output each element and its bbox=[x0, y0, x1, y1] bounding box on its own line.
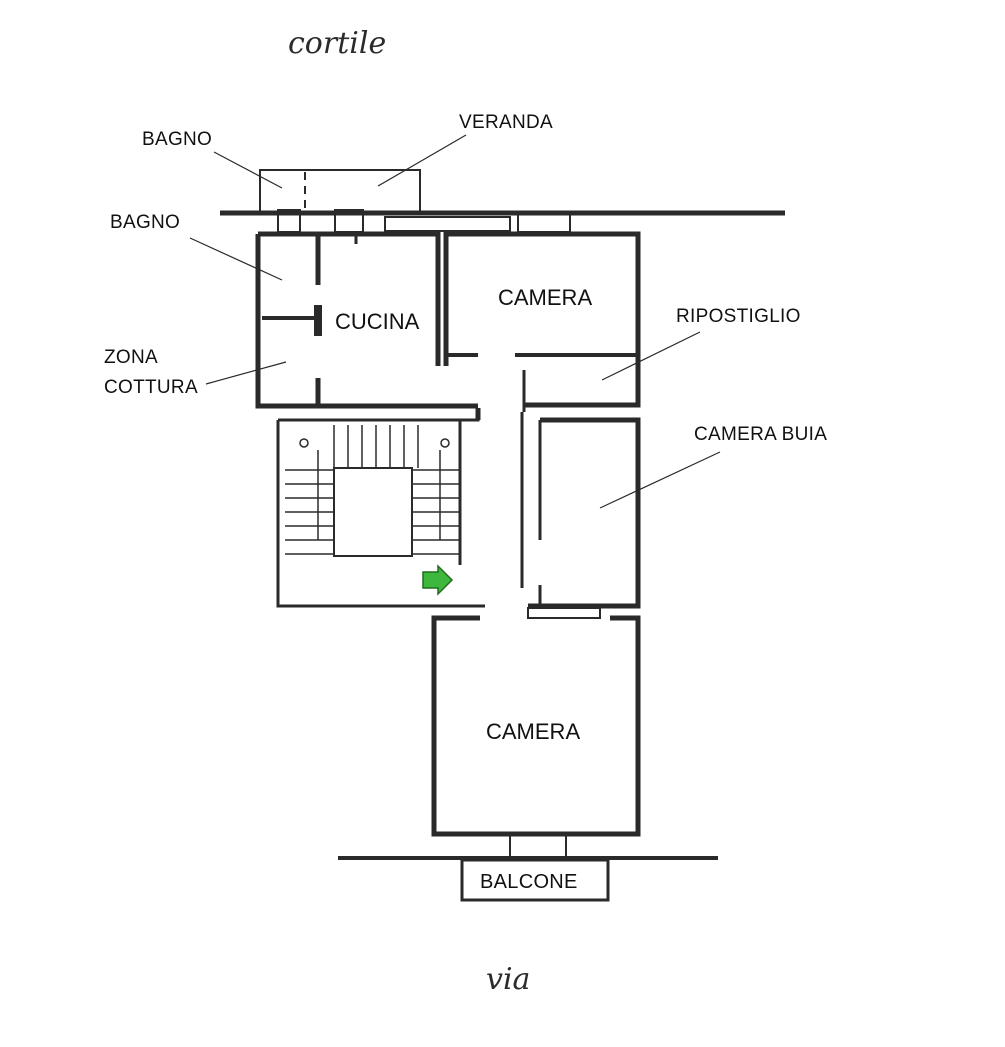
courtyard-label: cortile bbox=[288, 26, 387, 61]
balcony-box bbox=[460, 858, 610, 902]
room-label-camera-buia: CAMERA BUIA bbox=[694, 424, 828, 445]
camera-top-walls bbox=[443, 231, 641, 408]
room-label-balcone: BALCONE bbox=[480, 871, 578, 893]
veranda-box bbox=[259, 169, 421, 214]
room-label-camera-main: CAMERA bbox=[486, 719, 581, 744]
street-label: via bbox=[486, 962, 531, 997]
room-label-camera-top: CAMERA bbox=[498, 285, 593, 310]
room-label-cottura: COTTURA bbox=[104, 377, 198, 398]
staircase-walls bbox=[276, 408, 485, 608]
room-label-veranda: VERANDA bbox=[459, 112, 553, 133]
room-label-ripostiglio: RIPOSTIGLIO bbox=[676, 306, 801, 327]
stair-well bbox=[333, 467, 413, 557]
room-label-cucina: CUCINA bbox=[335, 309, 420, 334]
camera-buia-walls bbox=[528, 417, 641, 609]
room-label-zona: ZONA bbox=[104, 347, 158, 368]
room-label-bagno-lower: BAGNO bbox=[110, 212, 181, 233]
entrance-arrow-icon bbox=[422, 564, 454, 596]
room-label-bagno-upper: BAGNO bbox=[142, 129, 213, 150]
